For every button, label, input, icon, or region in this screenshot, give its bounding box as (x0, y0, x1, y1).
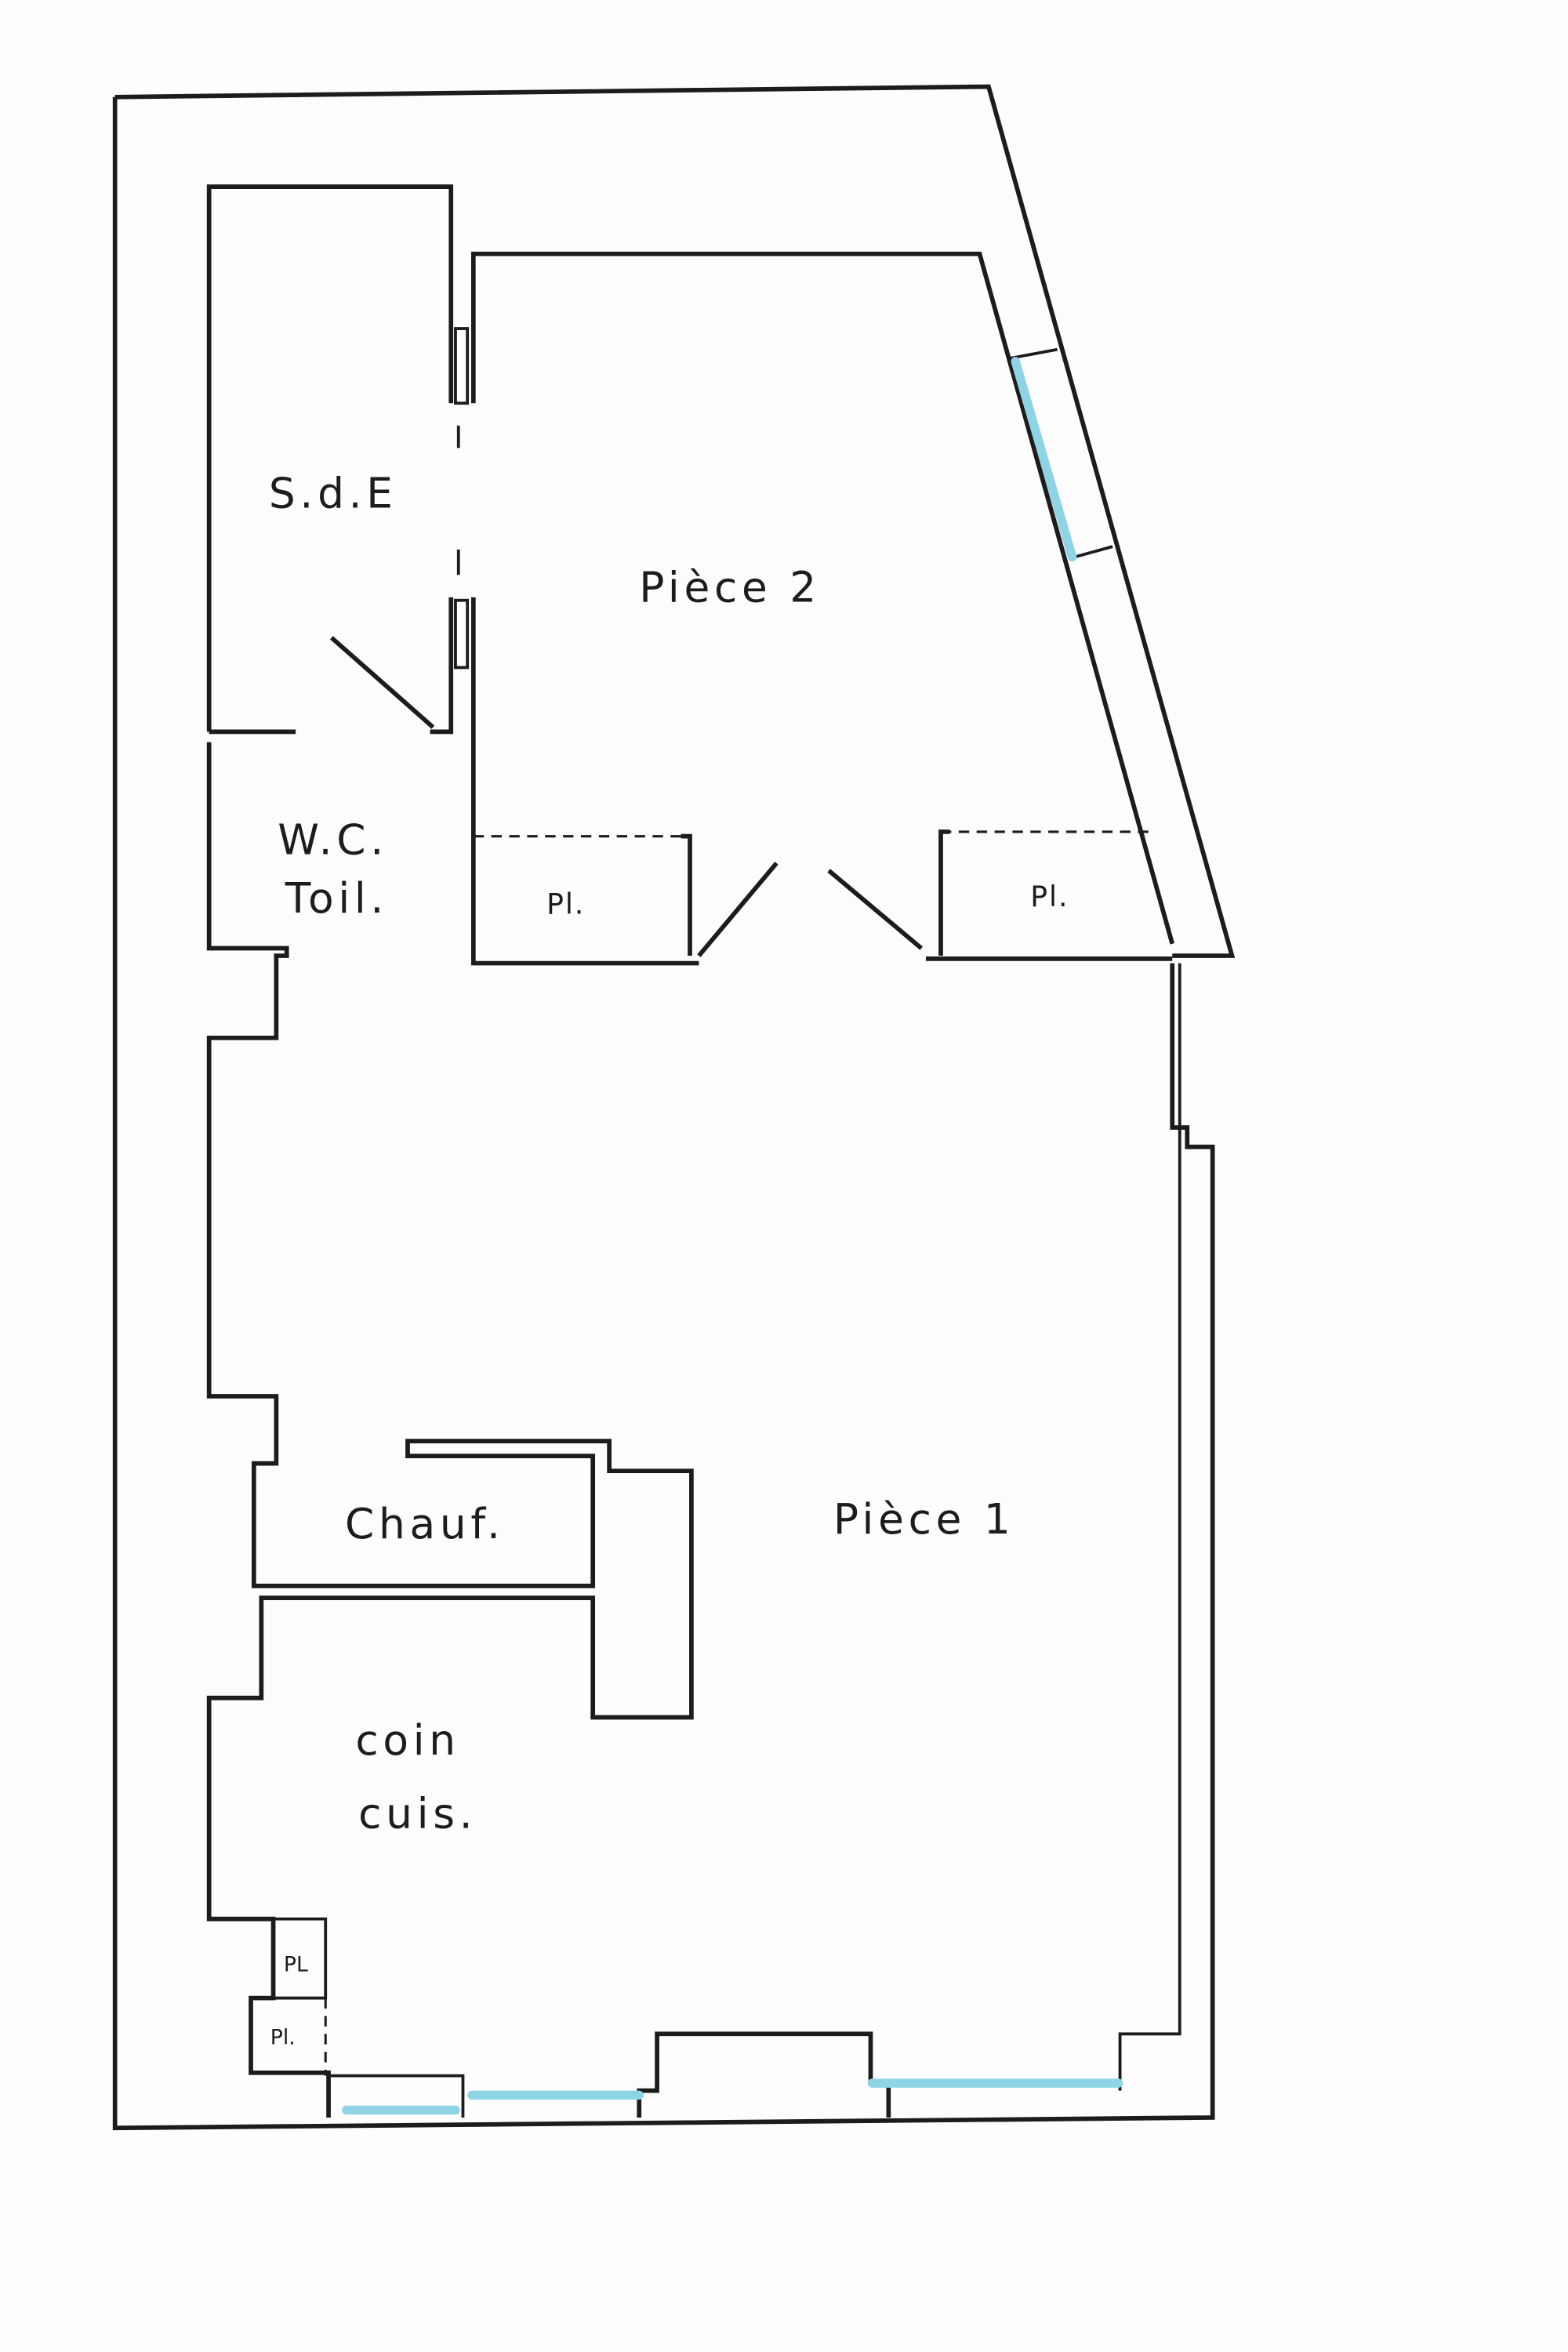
room-label-chauf: Chauf. (345, 1499, 505, 1548)
room-label-cuis: cuis. (358, 1788, 477, 1838)
door-swing (697, 862, 779, 957)
closet-label: Pl. (546, 887, 585, 921)
piece2-walls (470, 251, 1174, 966)
closet-label: Pl. (1030, 880, 1069, 913)
room-label-piece1: Pièce 1 (833, 1494, 1015, 1544)
closet-label: Pl. (270, 2026, 296, 2050)
door-swing (827, 869, 924, 950)
room-label-coin: coin (355, 1715, 459, 1765)
room-label-piece2: Pièce 2 (639, 563, 821, 612)
windows (342, 357, 1123, 2115)
left-inner-walls (206, 742, 891, 2118)
room-label-toil: Toil. (285, 873, 388, 923)
closet-label: PL (284, 1952, 308, 1976)
room-label-wc: W.C. (278, 815, 388, 865)
door-swing (329, 636, 435, 729)
room-label-sde: S.d.E (269, 469, 397, 518)
window (1011, 357, 1077, 562)
outer-walls (112, 84, 1236, 2131)
sde-walls (206, 184, 470, 735)
